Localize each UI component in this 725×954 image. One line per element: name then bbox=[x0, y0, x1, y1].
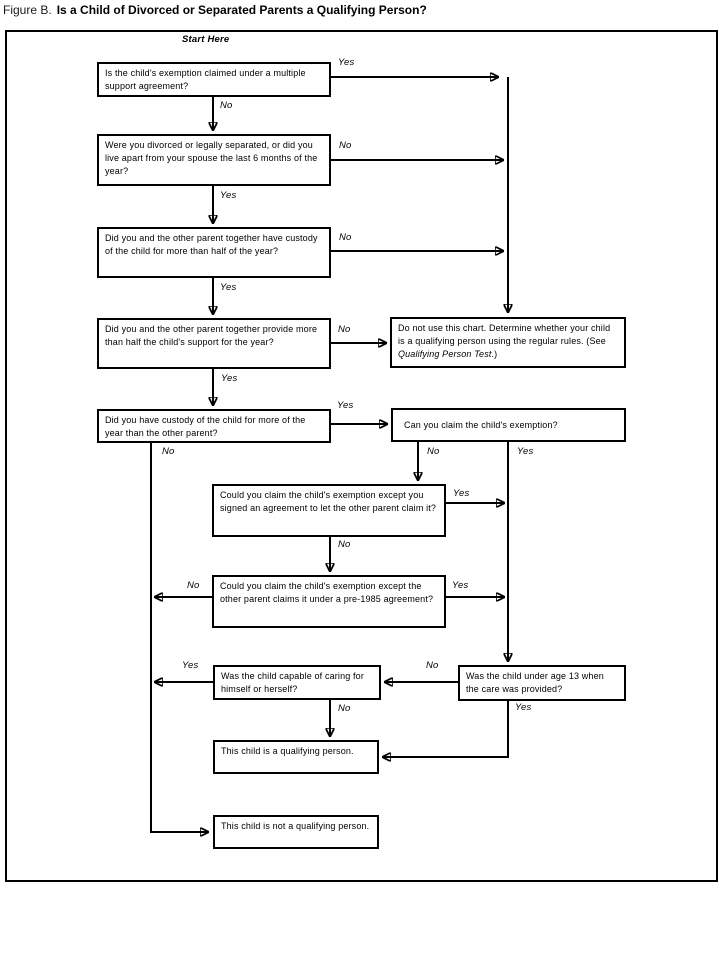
node-text: Were you divorced or legally separated, … bbox=[105, 140, 318, 176]
node-text: Is the child's exemption claimed under a… bbox=[105, 68, 306, 91]
node-text: Did you and the other parent together pr… bbox=[105, 324, 318, 347]
node-text: Did you and the other parent together ha… bbox=[105, 233, 318, 256]
edge-label-can-claim-no: No bbox=[427, 446, 440, 457]
node-text: Can you claim the child's exemption? bbox=[404, 419, 558, 430]
chart-border-frame bbox=[5, 30, 718, 882]
node-text: .) bbox=[491, 349, 498, 359]
node-multiple-support-question: Is the child's exemption claimed under a… bbox=[97, 62, 331, 97]
start-here-label: Start Here bbox=[182, 34, 230, 45]
node-custody-together-question: Did you and the other parent together ha… bbox=[97, 227, 331, 278]
node-signed-agreement-question: Could you claim the child's exemption ex… bbox=[212, 484, 446, 537]
edge-label-multiple-support-no: No bbox=[220, 100, 233, 111]
node-text: Do not use this chart. Determine whether… bbox=[398, 323, 611, 346]
edge-label-under-age-13-no: No bbox=[426, 660, 439, 671]
edge-label-child-capable-no: No bbox=[338, 703, 351, 714]
node-support-together-question: Did you and the other parent together pr… bbox=[97, 318, 331, 369]
node-under-age-13-question: Was the child under age 13 when the care… bbox=[458, 665, 626, 701]
node-text: Could you claim the child's exemption ex… bbox=[220, 490, 437, 513]
edge-label-pre-1985-no: No bbox=[187, 580, 200, 591]
edge-label-child-capable-yes: Yes bbox=[182, 660, 199, 671]
edge-label-custody-together-no: No bbox=[339, 232, 352, 243]
node-text: Was the child under age 13 when the care… bbox=[466, 671, 604, 694]
edge-label-signed-agreement-yes: Yes bbox=[453, 488, 470, 499]
edge-label-multiple-support-yes: Yes bbox=[338, 57, 355, 68]
node-divorced-question: Were you divorced or legally separated, … bbox=[97, 134, 331, 186]
node-qualifying-result: This child is a qualifying person. bbox=[213, 740, 379, 774]
edge-label-divorced-no: No bbox=[339, 140, 352, 151]
node-text: Could you claim the child's exemption ex… bbox=[220, 581, 434, 604]
node-can-claim-question: Can you claim the child's exemption? bbox=[391, 408, 626, 442]
node-text: Was the child capable of caring for hims… bbox=[221, 671, 364, 694]
node-custody-more-question: Did you have custody of the child for mo… bbox=[97, 409, 331, 443]
node-do-not-use-chart: Do not use this chart. Determine whether… bbox=[390, 317, 626, 368]
node-text: This child is a qualifying person. bbox=[221, 746, 354, 756]
figure-label: Figure B. bbox=[3, 3, 52, 17]
node-text: This child is not a qualifying person. bbox=[221, 821, 370, 831]
edge-label-support-together-yes: Yes bbox=[221, 373, 238, 384]
edge-label-divorced-yes: Yes bbox=[220, 190, 237, 201]
node-text-italic: Qualifying Person Test bbox=[398, 349, 492, 359]
node-child-capable-question: Was the child capable of caring for hims… bbox=[213, 665, 381, 700]
node-pre-1985-question: Could you claim the child's exemption ex… bbox=[212, 575, 446, 628]
edge-label-under-age-13-yes: Yes bbox=[515, 702, 532, 713]
edge-label-pre-1985-yes: Yes bbox=[452, 580, 469, 591]
edge-label-custody-together-yes: Yes bbox=[220, 282, 237, 293]
edge-label-custody-more-yes: Yes bbox=[337, 400, 354, 411]
edge-label-support-together-no: No bbox=[338, 324, 351, 335]
node-text: Did you have custody of the child for mo… bbox=[105, 415, 306, 438]
edge-label-custody-more-no: No bbox=[162, 446, 175, 457]
figure-title-text: Is a Child of Divorced or Separated Pare… bbox=[56, 3, 427, 17]
node-not-qualifying-result: This child is not a qualifying person. bbox=[213, 815, 379, 849]
figure-title: Figure B. Is a Child of Divorced or Separ… bbox=[3, 3, 427, 17]
edge-label-can-claim-yes: Yes bbox=[517, 446, 534, 457]
edge-label-signed-agreement-no: No bbox=[338, 539, 351, 550]
